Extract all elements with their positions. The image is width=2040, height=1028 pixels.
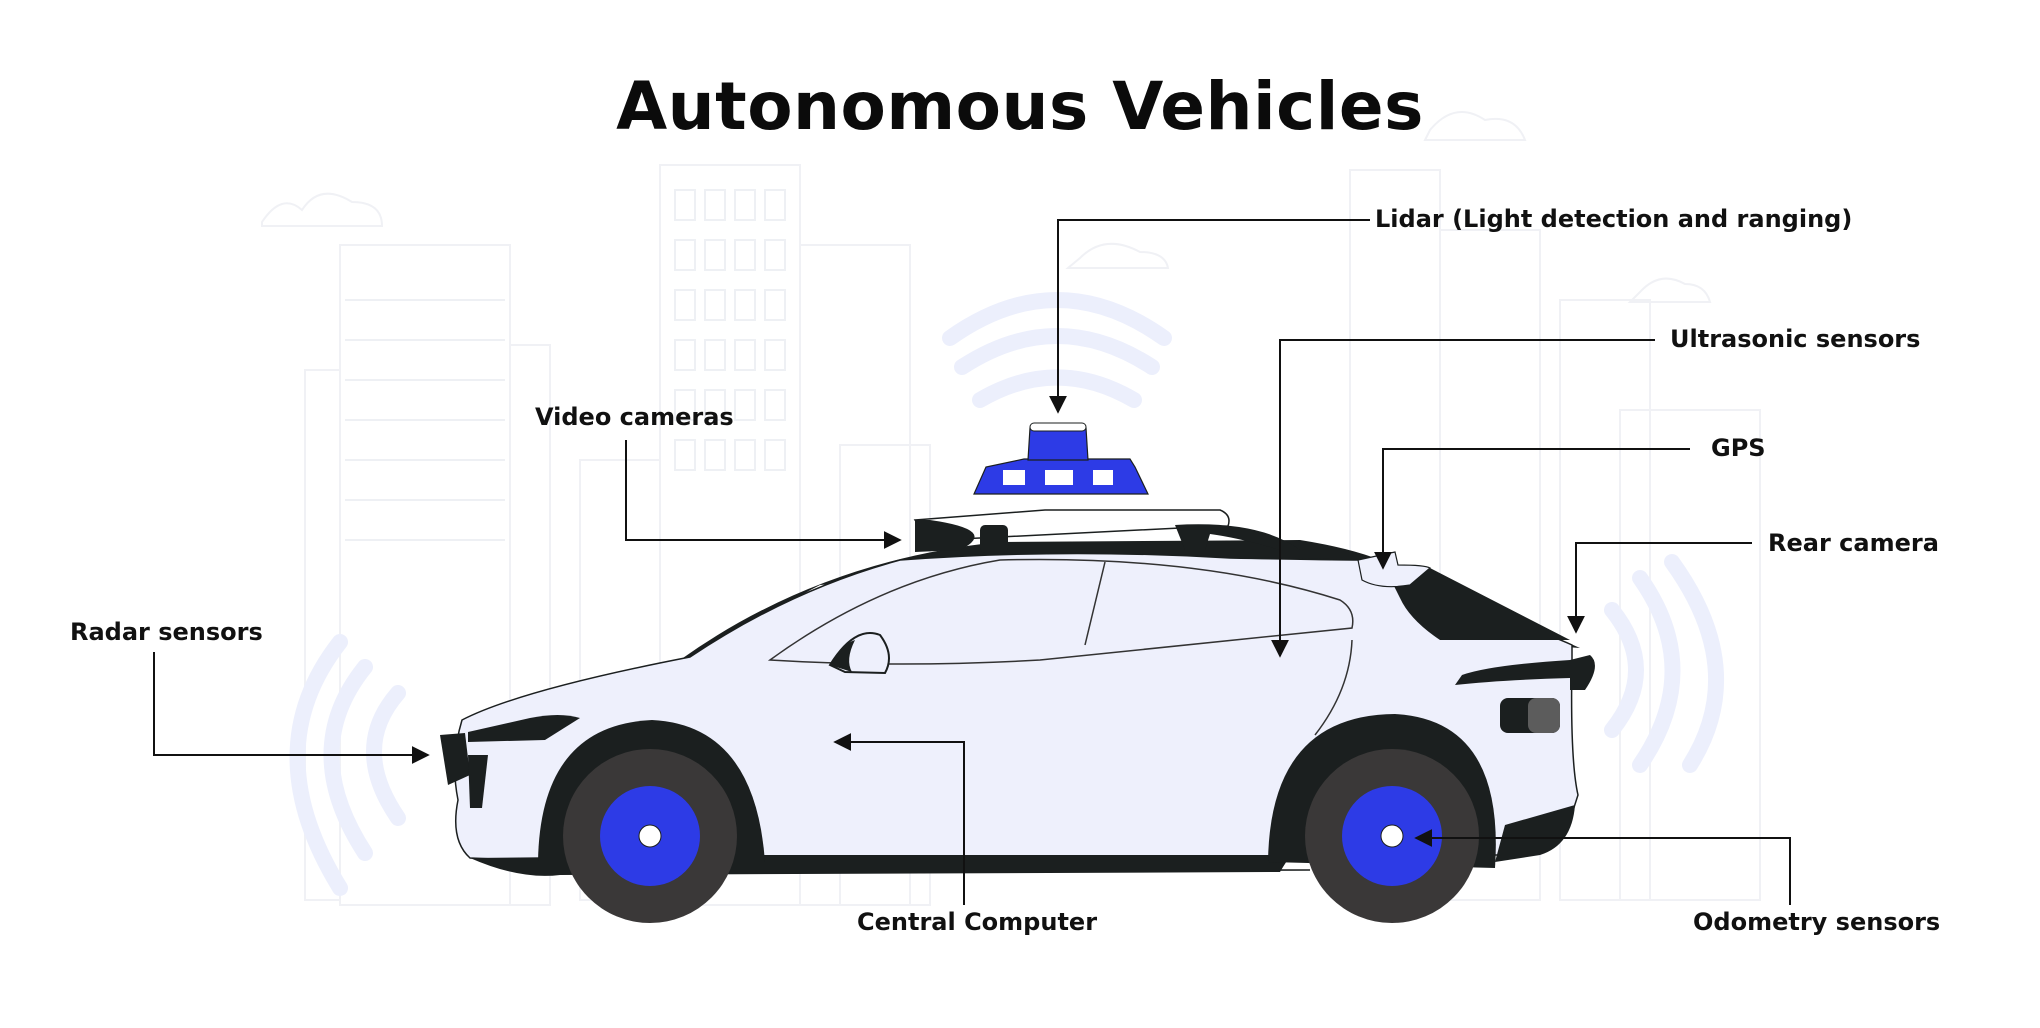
page-title: Autonomous Vehicles xyxy=(616,68,1424,145)
video-cameras-leader-line xyxy=(625,440,902,549)
callout-lines xyxy=(153,219,1791,905)
callout-gps: GPS xyxy=(1711,434,1766,462)
central-computer-leader-line xyxy=(833,733,965,905)
rear-wheel xyxy=(1305,749,1479,923)
ultrasonic-leader-line xyxy=(1271,339,1655,658)
callout-lidar: Lidar (Light detection and ranging) xyxy=(1375,205,1853,233)
front-wheel xyxy=(563,749,737,923)
callout-odometry-sensors: Odometry sensors xyxy=(1693,908,1941,936)
rear-camera-leader-line xyxy=(1567,542,1752,634)
callout-central-computer: Central Computer xyxy=(857,908,1098,936)
rear-signal-waves xyxy=(1604,554,1725,773)
callout-ultrasonic-sensors: Ultrasonic sensors xyxy=(1670,325,1921,353)
radar-signal-waves xyxy=(289,634,406,896)
odometry-leader-line xyxy=(1414,829,1791,905)
callout-radar-sensors: Radar sensors xyxy=(70,618,263,646)
lidar-leader-line xyxy=(1049,219,1370,414)
callout-rear-camera: Rear camera xyxy=(1768,529,1939,557)
radar-leader-line xyxy=(153,652,430,764)
gps-leader-line xyxy=(1374,448,1690,570)
callout-video-cameras: Video cameras xyxy=(535,403,734,431)
lidar-unit xyxy=(913,422,1300,553)
